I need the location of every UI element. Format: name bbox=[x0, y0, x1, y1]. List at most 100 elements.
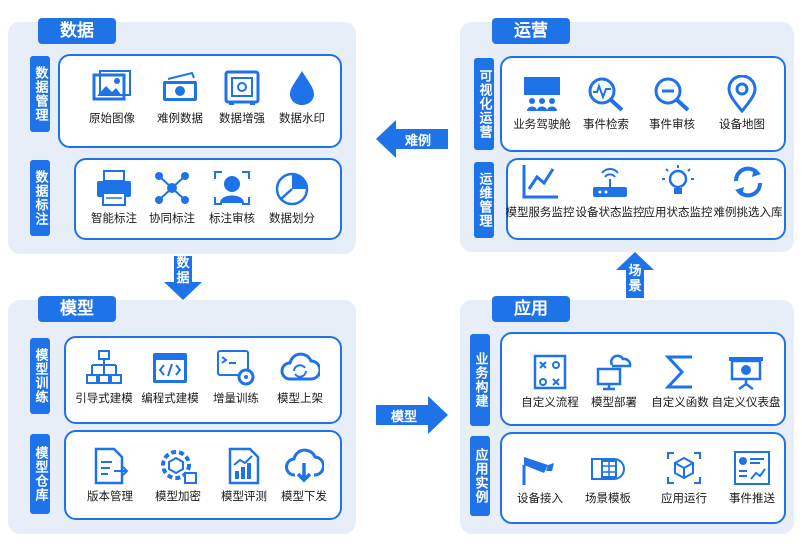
printer-icon bbox=[92, 168, 136, 208]
app-status-monitor-label: 应用状态监控 bbox=[643, 205, 713, 219]
document-export-icon bbox=[88, 446, 132, 486]
custom-dashboard-item[interactable]: 自定义仪表盘 bbox=[706, 352, 786, 409]
gear-cube-icon bbox=[156, 446, 200, 486]
app-run-label: 应用运行 bbox=[661, 491, 707, 505]
custom-function-item[interactable]: 自定义函数 bbox=[640, 352, 720, 409]
event-push-item[interactable]: 事件推送 bbox=[712, 448, 792, 505]
hard-case-select-item[interactable]: 难例挑选入库 bbox=[708, 162, 788, 219]
programmatic-modeling-item[interactable]: 编程式建模 bbox=[130, 348, 210, 405]
app-instance-label: 应用实例 bbox=[470, 436, 490, 516]
app-instance-box bbox=[500, 432, 786, 524]
event-review-label: 事件审核 bbox=[649, 117, 695, 131]
cube-frame-icon bbox=[662, 448, 706, 488]
sigma-icon bbox=[658, 352, 702, 392]
network-people-icon bbox=[150, 168, 194, 208]
pie-chart-icon bbox=[270, 168, 314, 208]
flowchart-icon bbox=[82, 348, 126, 388]
cloud-refresh-icon bbox=[278, 348, 322, 388]
collab-label-label: 协同标注 bbox=[149, 211, 195, 225]
data-augment-item[interactable]: 数据增强 bbox=[202, 68, 282, 125]
cash-stack-icon bbox=[158, 68, 202, 108]
guided-modeling-label: 引导式建模 bbox=[75, 391, 133, 405]
hard-case-data-item[interactable]: 难例数据 bbox=[140, 68, 220, 125]
model-deliver-label: 模型下发 bbox=[281, 489, 327, 503]
router-icon bbox=[588, 162, 632, 202]
data-split-item[interactable]: 数据划分 bbox=[252, 168, 332, 225]
collab-label-item[interactable]: 协同标注 bbox=[132, 168, 212, 225]
model-training-label: 模型训练 bbox=[30, 338, 50, 414]
map-pin-icon bbox=[720, 74, 764, 114]
app-status-monitor-item[interactable]: 应用状态监控 bbox=[638, 162, 718, 219]
model-eval-label: 模型评测 bbox=[221, 489, 267, 503]
ops-section-title: 运营 bbox=[492, 18, 570, 44]
app-run-item[interactable]: 应用运行 bbox=[644, 448, 724, 505]
search-pulse-icon bbox=[584, 74, 628, 114]
device-status-monitor-item[interactable]: 设备状态监控 bbox=[570, 162, 650, 219]
custom-flow-label: 自定义流程 bbox=[521, 395, 579, 409]
custom-dashboard-label: 自定义仪表盘 bbox=[711, 395, 781, 409]
version-mgmt-item[interactable]: 版本管理 bbox=[70, 446, 150, 503]
images-icon bbox=[90, 68, 134, 108]
hard-case-arrow bbox=[376, 120, 448, 158]
model-service-monitor-label: 模型服务监控 bbox=[505, 205, 575, 219]
app-section-title: 应用 bbox=[492, 296, 570, 322]
model-service-monitor-item[interactable]: 模型服务监控 bbox=[500, 162, 580, 219]
smart-label-item[interactable]: 智能标注 bbox=[74, 168, 154, 225]
sync-icon bbox=[726, 162, 770, 202]
model-deploy-item[interactable]: 模型部署 bbox=[574, 352, 654, 409]
data-management-label: 数据管理 bbox=[30, 56, 50, 132]
zoom-out-icon bbox=[650, 74, 694, 114]
hard-case-arrow-label: 难例 bbox=[404, 134, 431, 149]
data-arrow-label: 数据 bbox=[176, 256, 190, 286]
scene-template-item[interactable]: 场景模板 bbox=[568, 448, 648, 505]
event-search-item[interactable]: 事件检索 bbox=[566, 74, 646, 131]
guided-modeling-item[interactable]: 引导式建模 bbox=[64, 348, 144, 405]
model-eval-item[interactable]: 模型评测 bbox=[204, 446, 284, 503]
custom-function-label: 自定义函数 bbox=[651, 395, 709, 409]
device-access-item[interactable]: 设备接入 bbox=[500, 448, 580, 505]
model-arrow bbox=[376, 396, 448, 434]
model-arrow-label: 模型 bbox=[390, 410, 417, 425]
cloud-monitor-icon bbox=[592, 352, 636, 392]
meeting-screen-icon bbox=[520, 74, 564, 114]
event-search-label: 事件检索 bbox=[583, 117, 629, 131]
model-publish-item[interactable]: 模型上架 bbox=[260, 348, 340, 405]
event-review-item[interactable]: 事件审核 bbox=[632, 74, 712, 131]
data-labeling-label: 数据标注 bbox=[30, 160, 50, 236]
safe-icon bbox=[220, 68, 264, 108]
ops-maintenance-label: 运维管理 bbox=[474, 162, 494, 238]
device-map-label: 设备地图 bbox=[719, 117, 765, 131]
dashboard-report-icon bbox=[730, 448, 774, 488]
lightbulb-icon bbox=[656, 162, 700, 202]
model-warehouse-box bbox=[64, 430, 342, 520]
data-watermark-item[interactable]: 数据水印 bbox=[262, 68, 342, 125]
report-chart-icon bbox=[222, 446, 266, 486]
data-augment-label: 数据增强 bbox=[219, 111, 265, 125]
incremental-training-label: 增量训练 bbox=[213, 391, 259, 405]
model-section-title: 模型 bbox=[38, 296, 116, 322]
model-deliver-item[interactable]: 模型下发 bbox=[264, 446, 344, 503]
data-watermark-label: 数据水印 bbox=[279, 111, 325, 125]
cloud-download-icon bbox=[282, 446, 326, 486]
event-push-label: 事件推送 bbox=[729, 491, 775, 505]
visual-ops-box bbox=[500, 56, 786, 152]
data-arrow bbox=[164, 256, 202, 300]
hard-case-select-label: 难例挑选入库 bbox=[713, 205, 783, 219]
custom-flow-item[interactable]: 自定义流程 bbox=[510, 352, 590, 409]
version-mgmt-label: 版本管理 bbox=[87, 489, 133, 503]
scene-arrow bbox=[616, 252, 654, 298]
business-cockpit-item[interactable]: 业务驾驶舱 bbox=[502, 74, 582, 131]
smart-label-label: 智能标注 bbox=[91, 211, 137, 225]
line-chart-icon bbox=[518, 162, 562, 202]
model-encrypt-item[interactable]: 模型加密 bbox=[138, 446, 218, 503]
label-review-label: 标注审核 bbox=[209, 211, 255, 225]
device-status-monitor-label: 设备状态监控 bbox=[575, 205, 645, 219]
business-build-label: 业务构建 bbox=[470, 334, 490, 426]
business-cockpit-label: 业务驾驶舱 bbox=[513, 117, 571, 131]
device-map-item[interactable]: 设备地图 bbox=[702, 74, 782, 131]
raw-image-item[interactable]: 原始图像 bbox=[72, 68, 152, 125]
code-window-icon bbox=[148, 348, 192, 388]
programmatic-modeling-label: 编程式建模 bbox=[141, 391, 199, 405]
label-review-item[interactable]: 标注审核 bbox=[192, 168, 272, 225]
incremental-training-item[interactable]: 增量训练 bbox=[196, 348, 276, 405]
